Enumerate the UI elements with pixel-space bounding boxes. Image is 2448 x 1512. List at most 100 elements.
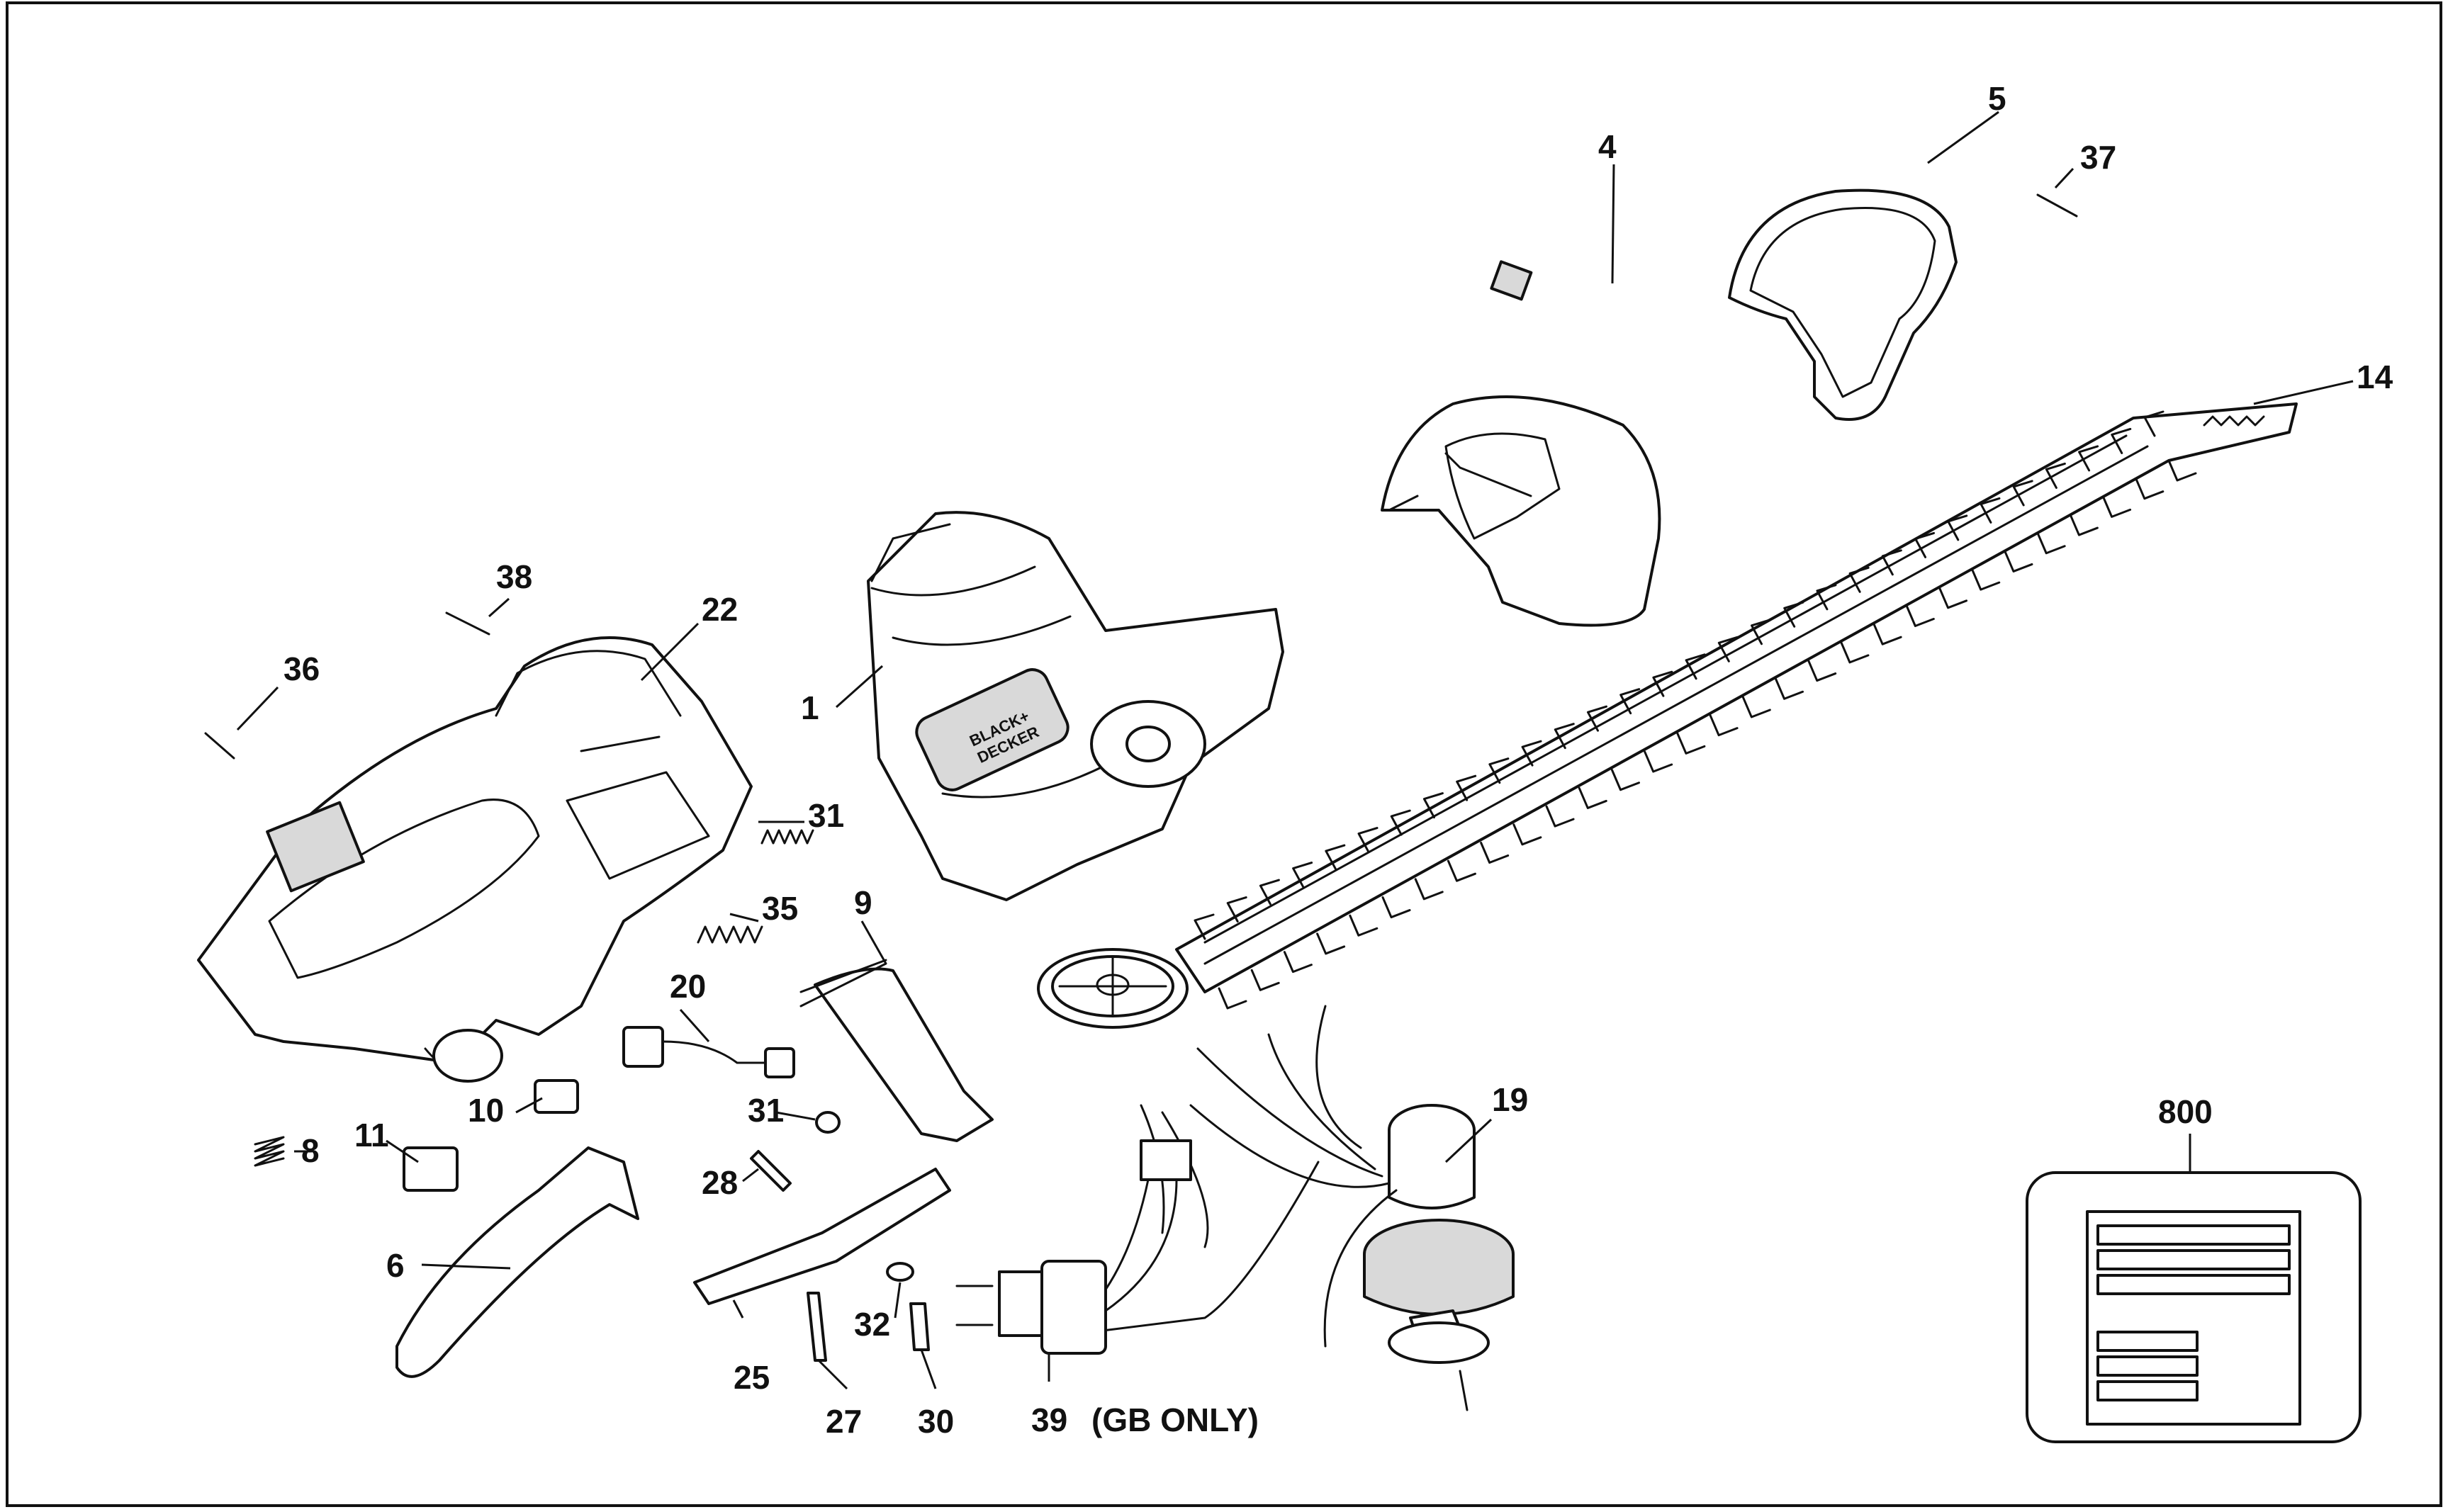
washer-part-32 — [886, 1262, 914, 1282]
blade-tooth — [1676, 732, 1706, 755]
blade-tooth — [1873, 623, 1902, 645]
pin-part-27 — [807, 1292, 827, 1362]
blade-tooth — [1456, 774, 1477, 801]
blade-tooth — [1447, 859, 1476, 882]
wire-part-20 — [622, 1026, 795, 1078]
blade-tooth — [1914, 531, 1936, 558]
blade-tooth — [1226, 896, 1247, 923]
blade-tooth — [1848, 566, 1870, 593]
callout-25: 25 — [734, 1359, 770, 1396]
wiring-harness — [1090, 1005, 1398, 1348]
leader-lines — [236, 111, 2354, 1390]
motor-housing-part-1: BLACK+ DECKER — [867, 511, 1284, 901]
blade-tooth — [1554, 723, 1575, 750]
blade-tooth — [1938, 587, 1968, 609]
plug-part-39 — [955, 1139, 1192, 1355]
callout-38: 38 — [496, 558, 532, 595]
blade-tooth — [1980, 497, 2001, 524]
rear-handle-housing-part-22 — [197, 636, 753, 1083]
blade-tooth — [1259, 879, 1280, 905]
blade-tooth — [1717, 636, 1739, 662]
bolt-part-30 — [909, 1302, 930, 1351]
blade-assembly-part-14 — [1037, 402, 2298, 1029]
blade-tooth — [1685, 653, 1706, 680]
front-handle-part-4 — [1381, 260, 1661, 627]
blade-tooth — [1816, 584, 1837, 611]
callout-11: 11 — [354, 1117, 389, 1153]
blade-tooth — [1381, 896, 1411, 919]
blade-tooth — [1619, 688, 1641, 715]
callout-4: 4 — [1598, 128, 1617, 165]
blade-tooth — [1652, 670, 1673, 697]
blade-tooth — [2111, 427, 2132, 454]
blade-tooth — [1512, 823, 1542, 846]
blade-tooth — [1488, 757, 1510, 784]
label-part-800 — [2026, 1134, 2362, 1443]
callout-10: 10 — [468, 1092, 504, 1129]
blade-tooth — [1881, 549, 1902, 576]
callout-19: 19 — [1492, 1081, 1528, 1118]
blade-tooth — [2135, 478, 2165, 500]
blade-tooth — [1775, 677, 1804, 700]
blade-tooth — [1751, 619, 1772, 645]
callout-800: 800 — [2158, 1093, 2213, 1130]
switch-cable-part-9 — [799, 959, 994, 1142]
blade-tooth — [1292, 862, 1313, 888]
callout-35: 35 — [762, 890, 798, 927]
blade-tooth — [1390, 809, 1411, 836]
callout-9: 9 — [854, 884, 872, 921]
blade-tooth — [1905, 605, 1935, 628]
blade-tooth — [1357, 827, 1379, 854]
blade-tooth — [1414, 878, 1444, 901]
handle-guard-part-5 — [1728, 188, 1958, 421]
blade-tooth — [2143, 410, 2165, 437]
callout-22: 22 — [702, 591, 738, 628]
screw-part-37 — [2036, 193, 2078, 218]
blade-tooth — [1283, 951, 1313, 974]
blade-tooth — [1578, 786, 1607, 809]
blade-tooth — [1316, 932, 1346, 955]
spring-part-31-upper — [760, 829, 814, 845]
blade-tooth — [1325, 844, 1346, 871]
blade-tooth — [2102, 495, 2132, 518]
callout-36: 36 — [283, 650, 320, 687]
blade-tooth — [2078, 445, 2099, 472]
blade-tooth — [1521, 740, 1542, 767]
blade-tooth — [1250, 969, 1280, 991]
blade-tooth — [1218, 987, 1247, 1010]
callout-39: 39 — [1031, 1401, 1067, 1438]
callout-31-upper: 31 — [808, 797, 844, 834]
diagram-frame — [6, 1, 2442, 1507]
blade-tooth — [1349, 914, 1379, 937]
blade-tooth — [1807, 660, 1837, 682]
blade-tooth — [2012, 480, 2033, 507]
gb-only-note: (GB ONLY) — [1091, 1401, 1259, 1438]
pin-part-28 — [750, 1150, 792, 1192]
screw-part-38 — [445, 611, 490, 636]
blade-tooth — [2167, 459, 2197, 482]
blade-tooth — [2036, 532, 2066, 555]
blade-tooth — [1840, 641, 1870, 664]
blade-tooth — [1194, 913, 1215, 940]
callout-30: 30 — [918, 1403, 954, 1440]
callout-20: 20 — [670, 968, 706, 1005]
blade-tooth — [1947, 514, 1968, 541]
blade-tooth — [1709, 714, 1739, 737]
screw-part-36 — [204, 732, 235, 760]
switch-part-10 — [534, 1079, 579, 1114]
blade-tooth — [2069, 514, 2099, 536]
callout-8: 8 — [301, 1132, 320, 1169]
blade-tooth — [1971, 568, 2001, 591]
callout-27: 27 — [826, 1403, 862, 1440]
blade-tooth — [1586, 705, 1607, 732]
blade-tooth — [1610, 769, 1640, 791]
callout-31-lower: 31 — [748, 1092, 784, 1129]
callout-14: 14 — [2357, 359, 2393, 395]
blade-tooth — [1644, 750, 1673, 773]
callout-37: 37 — [2080, 139, 2116, 176]
blade-tooth — [1422, 792, 1444, 819]
switch-part-11 — [403, 1146, 459, 1192]
blade-tooth — [2004, 550, 2033, 572]
blade-tooth — [1741, 696, 1771, 718]
